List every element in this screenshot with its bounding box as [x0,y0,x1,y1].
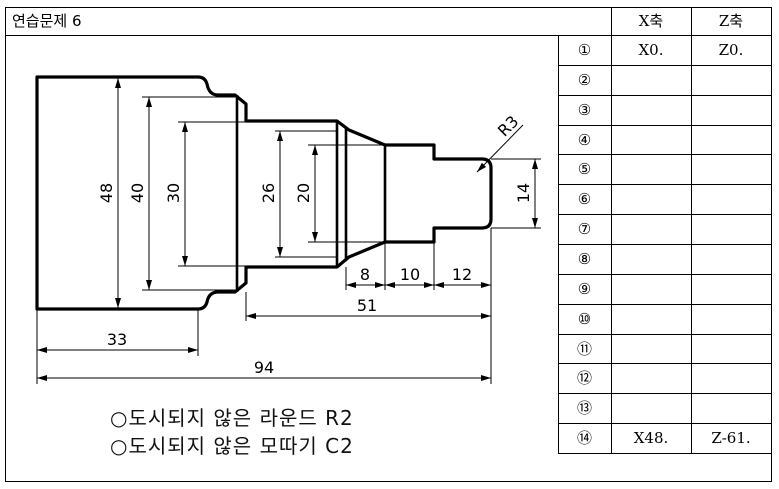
row-number: ⑨ [577,279,592,298]
col-line-z [691,7,692,454]
note-round: ○도시되지 않은 라운드 R2 [110,406,354,430]
dimension-lines [37,78,538,381]
row-number: ⑩ [577,309,592,328]
dim-40: 40 [128,183,147,203]
row-divider [558,214,772,215]
dim-20: 20 [294,183,313,203]
dim-30: 30 [164,183,183,203]
row-divider [558,244,772,245]
row-divider [558,363,772,364]
row-divider [558,453,772,454]
row-number: ⑤ [577,160,592,179]
dim-94: 94 [254,358,274,377]
r3-leader [476,124,524,173]
row-number: ④ [577,130,592,149]
row-divider [558,423,772,424]
row-divider [558,304,772,305]
note-chamfer: ○도시되지 않은 모따기 C2 [110,434,354,458]
dim-r3: R3 [494,112,522,140]
row-divider [558,334,772,335]
dim-10: 10 [400,265,420,284]
dim-14: 14 [514,183,533,203]
row-divider [558,393,772,394]
row-number: ⑧ [577,250,592,269]
row-number: ⑬ [576,399,592,418]
header-z-axis: Z축 [718,12,744,30]
dim-48: 48 [97,183,116,203]
row-number: ⑭ [576,429,592,448]
row-number: ② [577,70,592,89]
row-divider [558,184,772,185]
dim-12: 12 [452,265,472,284]
row-divider [558,95,772,96]
dim-33: 33 [107,330,127,349]
frame-left [5,7,6,482]
row-number: ⑪ [576,339,592,358]
row-number: ⑥ [577,190,592,209]
row-number: ⑫ [576,369,592,388]
col-line-x [611,7,612,454]
header-divider [5,35,772,36]
row-divider [558,154,772,155]
row-divider [558,125,772,126]
header-x-axis: X축 [638,12,664,30]
page-title: 연습문제 6 [12,12,82,30]
dim-8: 8 [360,265,370,284]
frame-bottom [5,481,772,482]
frame-top [5,7,772,8]
part-outline [35,75,493,311]
row-number: ③ [577,100,592,119]
row-number: ⑦ [577,220,592,239]
row-divider [558,274,772,275]
x-coordinate-cell[interactable]: X48. [633,429,669,448]
z-coordinate-cell[interactable]: Z0. [718,41,744,59]
row-number: ① [577,41,592,59]
dim-51: 51 [357,296,377,315]
row-divider [558,65,772,66]
dim-26: 26 [259,183,278,203]
x-coordinate-cell[interactable]: X0. [638,41,664,59]
z-coordinate-cell[interactable]: Z-61. [711,429,751,448]
